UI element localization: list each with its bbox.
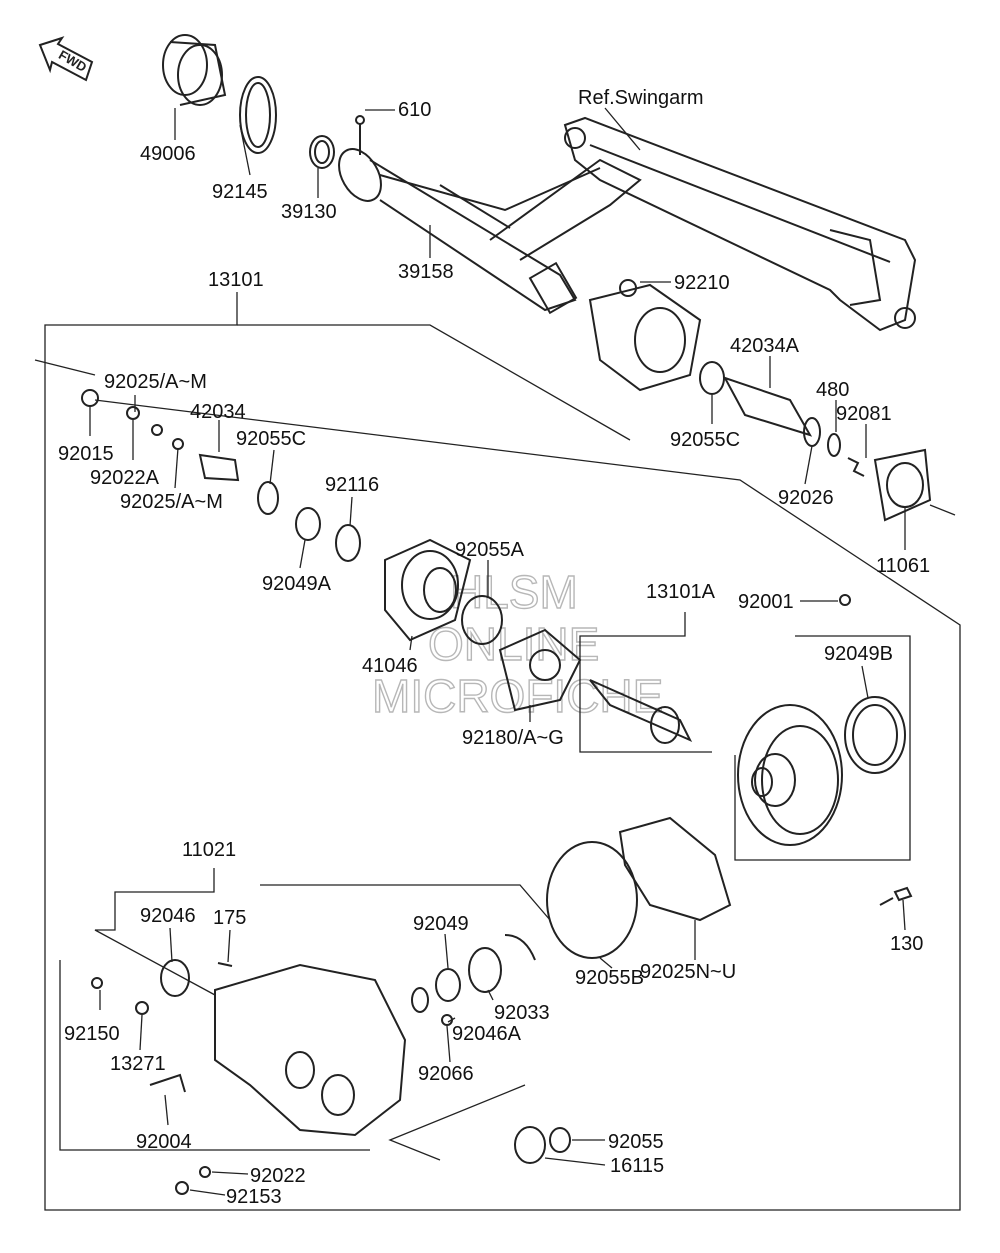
bearing-housing-part [384, 538, 472, 642]
label-92145[interactable]: 92145 [212, 181, 268, 203]
label-92025am-1[interactable]: 92025/A~M [104, 371, 207, 393]
bolt-part [879, 886, 913, 906]
label-13271[interactable]: 13271 [110, 1053, 166, 1075]
callout-lines [89, 107, 906, 1196]
label-13101[interactable]: 13101 [208, 269, 264, 291]
ring-gear-part [737, 594, 851, 846]
housing-flange-part [588, 279, 702, 392]
fwd-arrow-icon: FWD [38, 36, 94, 82]
pinion-small-parts [81, 389, 361, 562]
label-92055c[interactable]: 92055C [236, 428, 306, 450]
label-92116[interactable]: 92116 [325, 474, 379, 496]
case-small-parts [91, 934, 571, 1195]
svg-text:HLSM: HLSM [450, 566, 578, 618]
band-part [239, 76, 277, 154]
label-92022a[interactable]: 92022A [90, 467, 160, 489]
label-175[interactable]: 175 [213, 907, 246, 929]
label-11021[interactable]: 11021 [182, 839, 236, 861]
label-39158[interactable]: 39158 [398, 261, 454, 283]
pinion-gear-part [589, 679, 693, 744]
part-labels: Ref.Swingarm 49006 92145 610 39130 39158… [58, 87, 930, 1208]
label-92026[interactable]: 92026 [778, 487, 834, 509]
gasket-part [618, 816, 732, 922]
label-42034a[interactable]: 42034A [730, 335, 800, 357]
label-39130[interactable]: 39130 [281, 201, 337, 223]
gear-case-part [149, 959, 407, 1137]
swingarm-part [379, 116, 917, 332]
boot-part [162, 34, 227, 106]
svg-text:MICROFICHE: MICROFICHE [372, 670, 663, 722]
label-92046[interactable]: 92046 [140, 905, 196, 927]
label-49006[interactable]: 49006 [140, 143, 196, 165]
label-92150[interactable]: 92150 [64, 1023, 120, 1045]
label-92066[interactable]: 92066 [418, 1063, 474, 1085]
label-92055c-top[interactable]: 92055C [670, 429, 740, 451]
label-13101a[interactable]: 13101A [646, 581, 716, 603]
label-130[interactable]: 130 [890, 933, 923, 955]
label-92025nu[interactable]: 92025N~U [640, 961, 736, 983]
label-92180[interactable]: 92180/A~G [462, 727, 564, 749]
label-92015[interactable]: 92015 [58, 443, 114, 465]
label-610[interactable]: 610 [398, 99, 431, 121]
label-480[interactable]: 480 [816, 379, 849, 401]
leader-lines [34, 292, 961, 1211]
label-92049b[interactable]: 92049B [824, 643, 893, 665]
label-92046a[interactable]: 92046A [452, 1023, 522, 1045]
label-41046[interactable]: 41046 [362, 655, 418, 677]
label-92049a[interactable]: 92049A [262, 573, 332, 595]
label-92033[interactable]: 92033 [494, 1002, 550, 1024]
label-92004[interactable]: 92004 [136, 1131, 192, 1153]
label-92055b[interactable]: 92055B [575, 967, 644, 989]
label-92081[interactable]: 92081 [836, 403, 892, 425]
shim-part [498, 628, 582, 712]
label-92055a[interactable]: 92055A [455, 539, 525, 561]
ring-part [309, 135, 335, 169]
label-92049[interactable]: 92049 [413, 913, 469, 935]
oring-part [461, 595, 503, 645]
label-92025am-2[interactable]: 92025/A~M [120, 491, 223, 513]
watermark: HLSM ONLINE MICROFICHE [371, 565, 664, 722]
label-92210[interactable]: 92210 [674, 272, 730, 294]
drive-shaft-part [338, 115, 578, 315]
label-92055[interactable]: 92055 [608, 1131, 664, 1153]
label-ref-swingarm: Ref.Swingarm [578, 87, 704, 109]
label-92022[interactable]: 92022 [250, 1165, 306, 1187]
label-42034[interactable]: 42034 [190, 401, 246, 423]
label-92001[interactable]: 92001 [738, 591, 794, 613]
label-92153[interactable]: 92153 [226, 1186, 282, 1208]
upper-right-parts [699, 361, 932, 522]
label-11061[interactable]: 11061 [876, 555, 930, 577]
label-16115[interactable]: 16115 [610, 1155, 664, 1177]
seal-b-part [844, 696, 906, 774]
large-oring-part [546, 841, 638, 959]
